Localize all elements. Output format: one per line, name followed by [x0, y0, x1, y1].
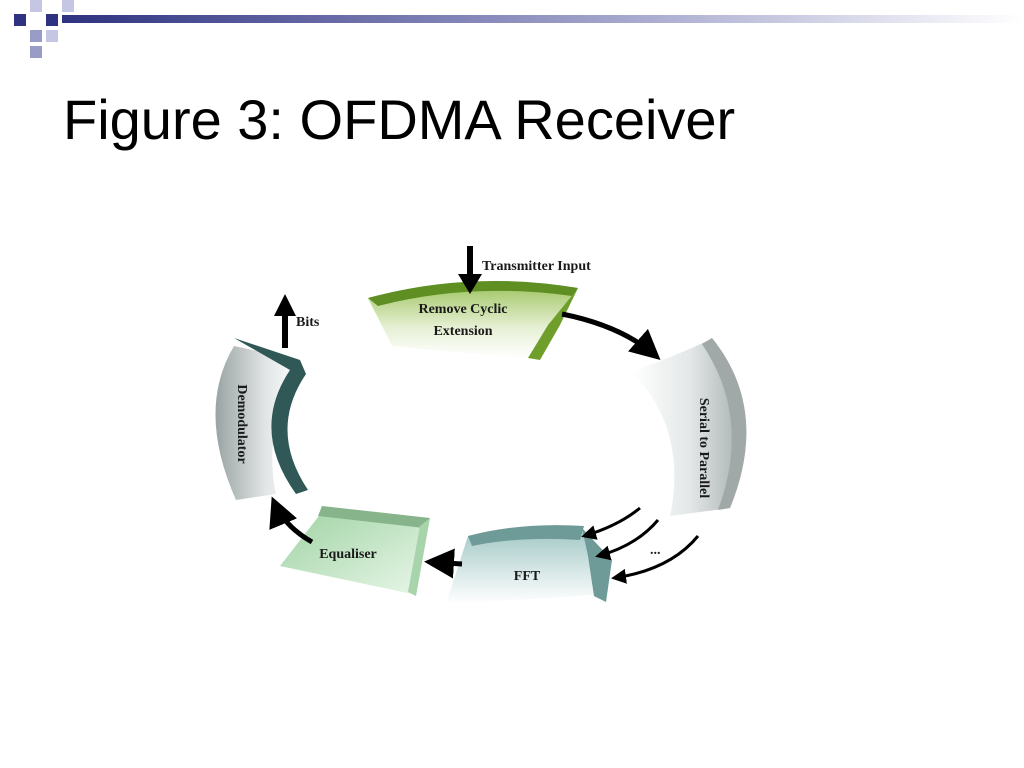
bits-label: Bits: [296, 315, 320, 330]
header-square: [30, 0, 42, 12]
header-bar: [62, 15, 1024, 23]
header-square: [30, 30, 42, 42]
arrow-serial-to-fft-1: [581, 506, 641, 540]
header-square: [46, 14, 58, 26]
fft-block: FFT: [446, 525, 612, 604]
header-square: [30, 46, 42, 58]
header-square: [30, 14, 42, 26]
transmitter-input-label: Transmitter Input: [482, 259, 591, 274]
header-square: [46, 30, 58, 42]
arrow-remove-to-serial: [561, 311, 661, 360]
arrow-equaliser-to-demodulator: [269, 496, 314, 545]
bits-output-arrow: Bits: [274, 294, 320, 348]
header-square: [62, 0, 74, 12]
serial-to-parallel-label: Serial to Parallel: [696, 398, 711, 498]
fft-label: FFT: [514, 569, 541, 584]
arrow-serial-to-fft-2: [595, 519, 660, 561]
demodulator-block: Demodulator: [215, 338, 308, 500]
header-square: [14, 14, 26, 26]
header-decoration: [14, 0, 1024, 58]
remove-cyclic-label-line1: Remove Cyclic: [418, 302, 507, 317]
transmitter-input-arrow: Transmitter Input: [458, 246, 591, 294]
equaliser-label: Equaliser: [319, 547, 377, 562]
parallel-ellipsis: ...: [650, 543, 661, 558]
arrow-serial-to-fft-3: [611, 535, 700, 584]
equaliser-block: Equaliser: [280, 506, 430, 596]
slide-title: Figure 3: OFDMA Receiver: [63, 88, 736, 151]
remove-cyclic-label-line2: Extension: [433, 324, 492, 339]
remove-cyclic-extension-block: Remove Cyclic Extension: [368, 280, 578, 360]
demodulator-label: Demodulator: [234, 384, 249, 463]
serial-to-parallel-block: Serial to Parallel: [632, 338, 747, 516]
arrow-fft-to-equaliser: [424, 548, 463, 579]
